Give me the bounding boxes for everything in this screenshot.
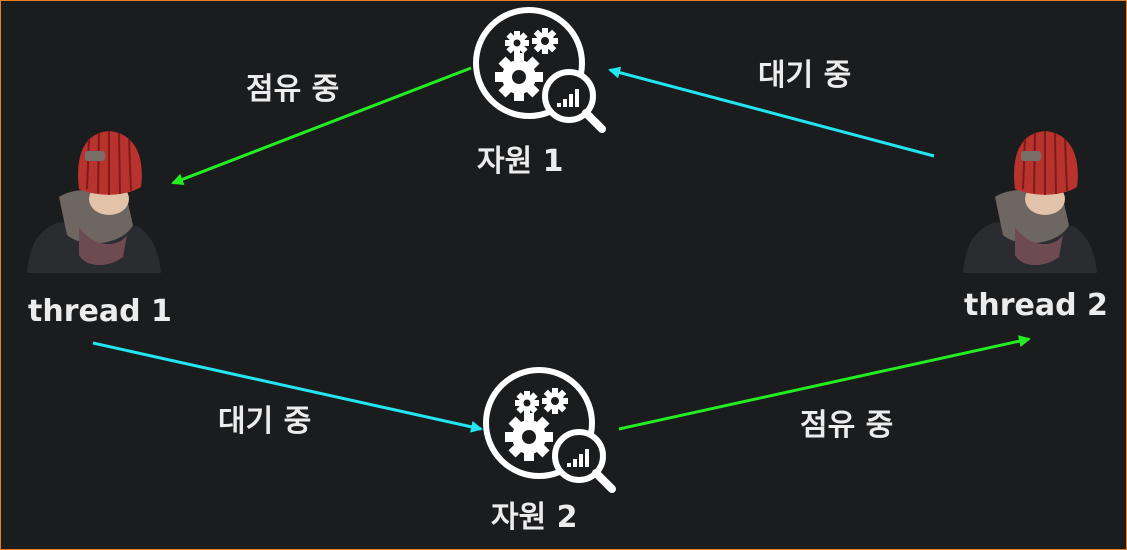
edge-thread1-to-resource2 (92, 341, 483, 433)
edge-resource1-to-thread1 (171, 66, 472, 185)
edge-label-r2-t2: 점유 중 (800, 408, 894, 443)
edge-label-t2-r1: 대기 중 (758, 58, 852, 93)
resource2-label: 자원 2 (491, 500, 578, 535)
person-beanie-icon (27, 131, 161, 273)
person-beanie-icon (963, 131, 1097, 273)
thread1-label: thread 1 (28, 294, 172, 329)
edge-label-t1-r2: 대기 중 (218, 404, 312, 439)
edge-resource2-to-thread2 (618, 335, 1031, 431)
gears-magnifier-icon (473, 7, 606, 133)
resource1-label: 자원 1 (477, 144, 564, 179)
edge-thread2-to-resource1 (608, 66, 935, 158)
edge-label-r1-t1: 점유 중 (246, 72, 340, 107)
gears-magnifier-icon (483, 367, 616, 493)
thread2-label: thread 2 (964, 288, 1108, 323)
